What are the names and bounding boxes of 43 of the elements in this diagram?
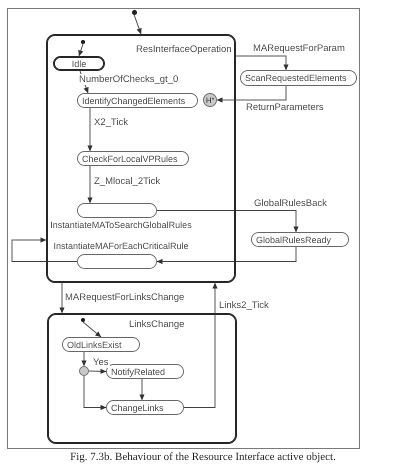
edge-label: ReturnParameters [245,102,325,113]
state-box: GlobalRulesReady [251,232,349,247]
transition-arrow [78,44,84,56]
transition-arrow [216,86,286,103]
state-box: ScanRequestedElements [240,70,357,86]
edge-label: Links2_Tick [218,300,270,311]
transition-arrow [87,166,93,204]
transition-arrow [87,108,93,152]
composite-state [47,313,237,444]
transition-arrow [82,322,102,338]
choice-point [79,366,89,376]
transition-arrow [236,56,289,70]
edge-label: Yes [92,357,110,368]
edge-label: X2_Tick [93,117,129,128]
transition-arrow [139,378,145,400]
state-box: ChangeLinks [106,400,184,415]
state-name: ResInterfaceOperation [136,44,232,55]
transition-arrow [84,376,106,410]
state-name: LinksChange [129,319,184,330]
initial-state-dot [132,10,136,14]
edge-label: MARequestForLinksChange [64,292,186,303]
state-box: OldLinksExist [62,337,140,352]
transition-arrow [88,368,106,374]
transition-arrow [156,246,296,264]
edge-label: Z_Mlocal_2Tick [93,176,162,187]
transition-arrow [12,237,78,262]
state-name: InstantiateMAToSearchGlobalRules [49,220,193,230]
state-name: InstantiateMAForEachCriticalRule [52,241,190,251]
transition-arrow [81,352,87,366]
transition-arrow [134,14,142,34]
state-box: Idle [53,56,105,71]
edge-label: MARequestForParam [252,43,346,54]
state-box: IdentifyChangedElements [77,93,198,108]
transition-arrow [184,282,218,408]
edge-label: GlobalRulesBack [253,198,328,209]
transition-arrow [59,282,65,314]
edge-label: NumberOfChecks_gt_0 [78,74,180,85]
state-box: CheckForLocalVPRules [77,151,189,166]
initial-state-dot [81,40,85,44]
figure-caption: Fig. 7.3b. Behaviour of the Resource Interface active object. [69,451,337,463]
transition-arrow [156,210,299,232]
state-box: NotifyRelated [106,364,184,379]
initial-state-dot [81,318,85,322]
